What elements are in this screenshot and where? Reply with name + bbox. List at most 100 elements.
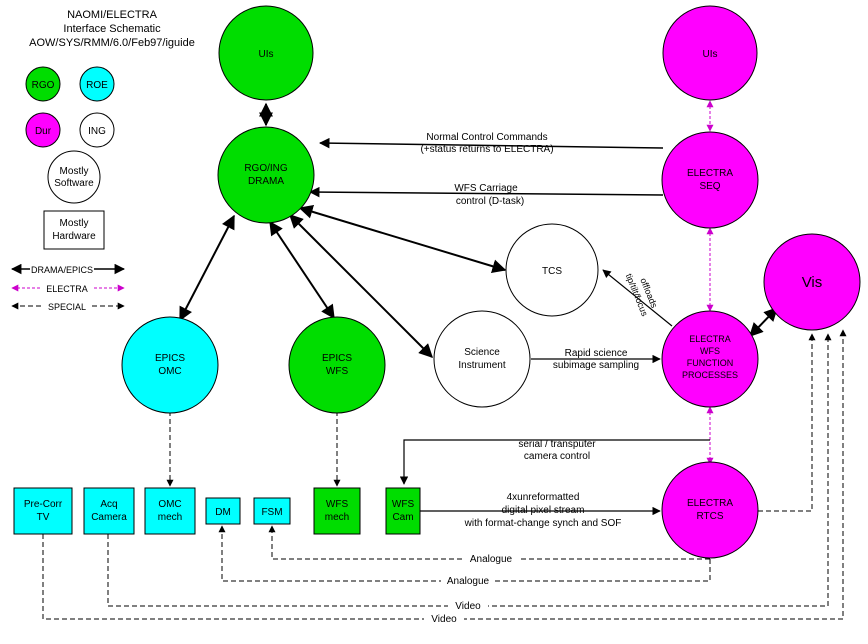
nodes: UIs UIs RGO/ING DRAMA ELECTRA SEQ TCS Vi… [121,5,861,559]
legend-dur-label: Dur [35,126,52,137]
legend-special-label: SPECIAL [48,302,86,312]
drama-tcs-link [298,204,507,274]
serial-label-line1: serial / transputer [518,439,596,450]
legend-rgo-swatch [25,66,61,102]
node-epics-omc: EPICS OMC [121,316,219,414]
legend-electra-label: ELECTRA [46,284,88,294]
hardware-boxes: Pre-Corr TV Acq Camera OMC mech DM FSM W… [13,487,421,535]
node-sci-line2: Instrument [458,360,505,371]
serial-label-line2: camera control [524,451,590,462]
tiptilt-link [602,269,673,327]
legend-rgo-label: RGO [32,80,55,91]
header-subtitle: Interface Schematic [63,23,161,35]
node-drama-line1: RGO/ING [244,163,288,174]
wfs-carriage-label-line1: WFS Carriage [454,183,518,194]
node-func-line4: PROCESSES [682,370,738,380]
node-tcs: TCS [505,223,599,317]
analogue1-label: Analogue [470,554,513,565]
box-precorr-line1: Pre-Corr [24,499,63,510]
node-vis: Vis [763,233,861,331]
node-seq-line1: ELECTRA [687,168,733,179]
wfs-carriage-label-line2: control (D-task) [456,196,524,207]
node-epics-omc-line2: OMC [158,366,181,377]
drama-science-link [289,214,433,358]
legend-software-line1: Mostly [60,166,89,177]
analogue2-label-bg [441,574,495,586]
analogue-fsm-link [268,525,710,560]
node-tcs-label: TCS [542,266,562,277]
pixel-label-line2: digital pixel stream [502,505,585,516]
box-precorr-tv: Pre-Corr TV [13,487,73,535]
node-uis-right: UIs [662,5,758,101]
node-function-processes: ELECTRA WFS FUNCTION PROCESSES [661,310,759,408]
box-precorr-line2: TV [37,512,50,523]
legend-drama-label: DRAMA/EPICS [31,265,93,275]
node-drama-line2: DRAMA [248,176,284,187]
node-uis-right-label: UIs [703,49,718,60]
box-omc-line2: mech [158,512,182,523]
analogue1-label-bg [464,552,518,564]
legend: RGO ROE Dur ING Mostly Software Mostly H… [10,66,126,312]
node-epics-wfs: EPICS WFS [288,316,386,414]
node-uis-left: UIs [218,5,314,101]
node-electra-rtcs: ELECTRA RTCS [661,461,759,559]
legend-dur-swatch [25,112,61,148]
node-sci-line1: Science [464,347,500,358]
box-fsm-label: FSM [261,507,282,518]
legend-ing-swatch [79,112,115,148]
node-rtcs-line2: RTCS [696,511,723,522]
node-seq-line2: SEQ [699,181,720,192]
box-acq-line1: Acq [100,499,117,510]
box-wfs-cam: WFS Cam [385,487,421,535]
node-func-line2: WFS [700,346,720,356]
box-wfsmech-line1: WFS [326,499,349,510]
node-epics-wfs-line1: EPICS [322,353,352,364]
drama-epics-omc-link [179,214,235,322]
video1-label-bg [448,599,488,611]
box-wfscam-line1: WFS [392,499,415,510]
box-dm-label: DM [215,507,231,518]
video2-label: Video [431,614,457,625]
wfs-carriage-link [308,186,664,198]
rtcs-vis-link [758,333,816,512]
node-uis-left-label: UIs [259,49,274,60]
legend-roe-swatch [79,66,115,102]
node-vis-label: Vis [802,274,823,291]
box-acq-camera: Acq Camera [83,487,135,535]
node-epics-omc-line1: EPICS [155,353,185,364]
function-vis-link [749,306,778,338]
header-title: NAOMI/ELECTRA [67,9,158,21]
legend-hardware-line2: Hardware [52,231,96,242]
node-func-line3: FUNCTION [687,358,734,368]
node-science-instrument: Science Instrument [433,310,531,408]
node-rtcs-line1: ELECTRA [687,498,733,509]
box-omc-mech: OMC mech [144,487,196,535]
box-dm: DM [205,497,241,525]
video2-label-bg [424,612,464,624]
video1-label: Video [455,601,481,612]
normal-control-link [318,137,664,149]
box-omc-line1: OMC [158,499,181,510]
node-drama: RGO/ING DRAMA [217,126,315,224]
box-acq-line2: Camera [91,512,127,523]
ncc-label-line1: Normal Control Commands [426,132,547,143]
legend-ing-label: ING [88,126,106,137]
legend-software-line2: Software [54,178,94,189]
legend-hardware-line1: Mostly [60,218,89,229]
node-electra-seq: ELECTRA SEQ [661,131,759,229]
node-epics-wfs-line2: WFS [326,366,349,377]
legend-software-swatch [47,150,101,204]
drama-epics-wfs-link [269,220,335,320]
box-wfs-mech: WFS mech [313,487,361,535]
box-fsm: FSM [253,497,291,525]
rapid-label-line1: Rapid science [565,348,628,359]
rapid-label-line2: subimage sampling [553,360,639,371]
pixel-label-line3: with format-change synch and SOF [464,518,622,529]
header-reference: AOW/SYS/RMM/6.0/Feb97/iguide [29,37,195,49]
box-wfsmech-line2: mech [325,512,349,523]
pixel-label-line1: 4xunreformatted [507,492,580,503]
analogue2-label: Analogue [447,576,490,587]
legend-hardware-swatch [43,210,105,250]
box-wfscam-line2: Cam [392,512,413,523]
